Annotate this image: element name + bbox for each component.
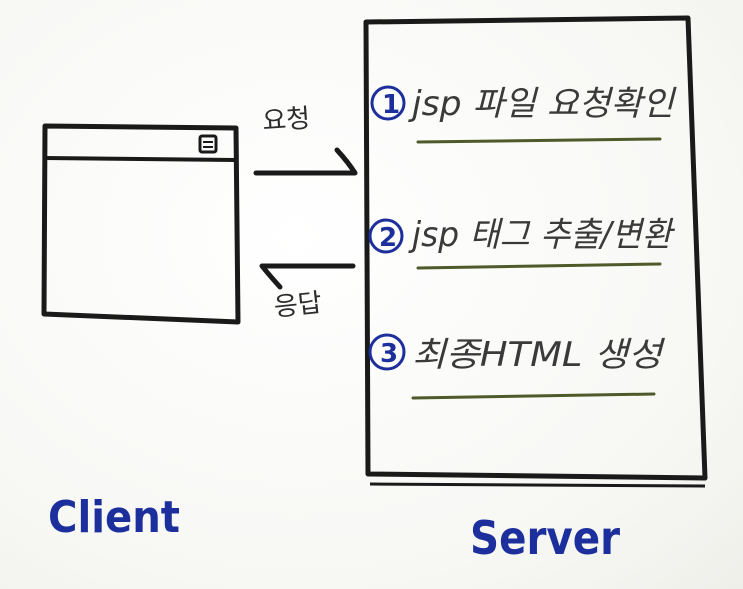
request-arrow-line [253, 147, 358, 176]
server-box-frame [363, 15, 708, 481]
close-icon [198, 134, 218, 154]
client-titlebar-divider [44, 156, 237, 162]
server-box [363, 15, 708, 488]
request-label: 요청 [261, 104, 311, 137]
step-1-text: jsp 파일 요청확인 [408, 84, 677, 124]
server-step-1: 1 jsp 파일 요청확인 [370, 84, 677, 144]
response-arrow: 응답 [259, 263, 356, 323]
step-1-number: 1 [382, 90, 400, 120]
step-3-number: 3 [380, 339, 398, 369]
request-arrow: 요청 [253, 104, 358, 176]
step-2-underline [416, 262, 662, 270]
step-2-circle [368, 218, 404, 254]
step-1-underline [416, 137, 662, 144]
step-1-circle [370, 85, 406, 121]
server-box-baseline [369, 482, 706, 488]
step-3-circle [368, 333, 406, 371]
client-window-frame [41, 123, 241, 325]
server-step-3: 3 최종HTML 생성 [368, 333, 666, 400]
step-2-text: jsp 태그 추출/변환 [408, 215, 675, 255]
client-label: Client [48, 492, 180, 543]
step-3-text: 최종HTML 생성 [412, 335, 666, 375]
step-3-underline [411, 392, 656, 400]
client-window [41, 123, 241, 325]
server-step-2: 2 jsp 태그 추출/변환 [368, 215, 676, 270]
step-2-number: 2 [379, 223, 397, 253]
server-label: Server [470, 511, 620, 565]
response-label: 응답 [273, 288, 324, 323]
response-arrow-line [259, 263, 356, 290]
